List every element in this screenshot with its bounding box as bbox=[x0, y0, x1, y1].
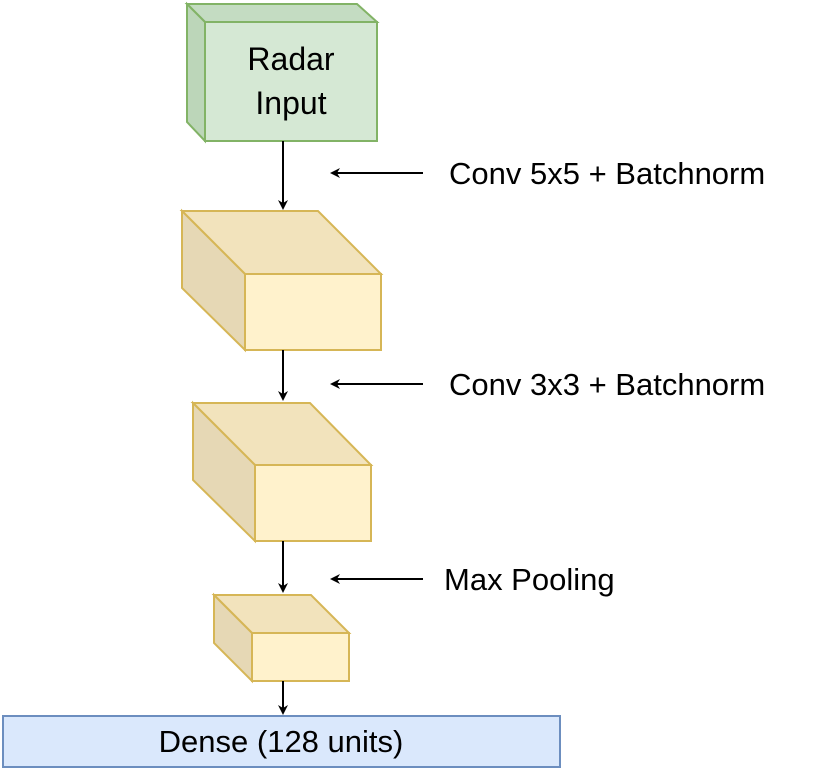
radar-input-top-face bbox=[184, 3, 380, 23]
max-pooling-label: Max Pooling bbox=[444, 562, 615, 597]
dense-output-box: Dense (128 units) bbox=[2, 715, 561, 768]
dense-output-label: Dense (128 units) bbox=[159, 724, 404, 759]
radar-input-label-line1: Radar bbox=[247, 41, 335, 77]
conv3x3-label: Conv 3x3 + Batchnorm bbox=[449, 367, 765, 402]
radar-input-label-line2: Input bbox=[255, 85, 326, 121]
radar-input-front-face bbox=[204, 21, 378, 142]
max-pooling-front-face bbox=[251, 632, 350, 682]
conv3x3-block bbox=[190, 400, 374, 544]
radar-input-side-face bbox=[186, 1, 206, 144]
conv5x5-block bbox=[179, 208, 384, 353]
conv3x3-front-face bbox=[254, 464, 372, 542]
radar-input-box: Radar Input bbox=[184, 1, 380, 144]
conv5x5-label: Conv 5x5 + Batchnorm bbox=[449, 156, 765, 191]
conv5x5-front-face bbox=[244, 273, 382, 351]
dense-output-rect bbox=[2, 715, 561, 768]
max-pooling-block bbox=[211, 592, 352, 684]
